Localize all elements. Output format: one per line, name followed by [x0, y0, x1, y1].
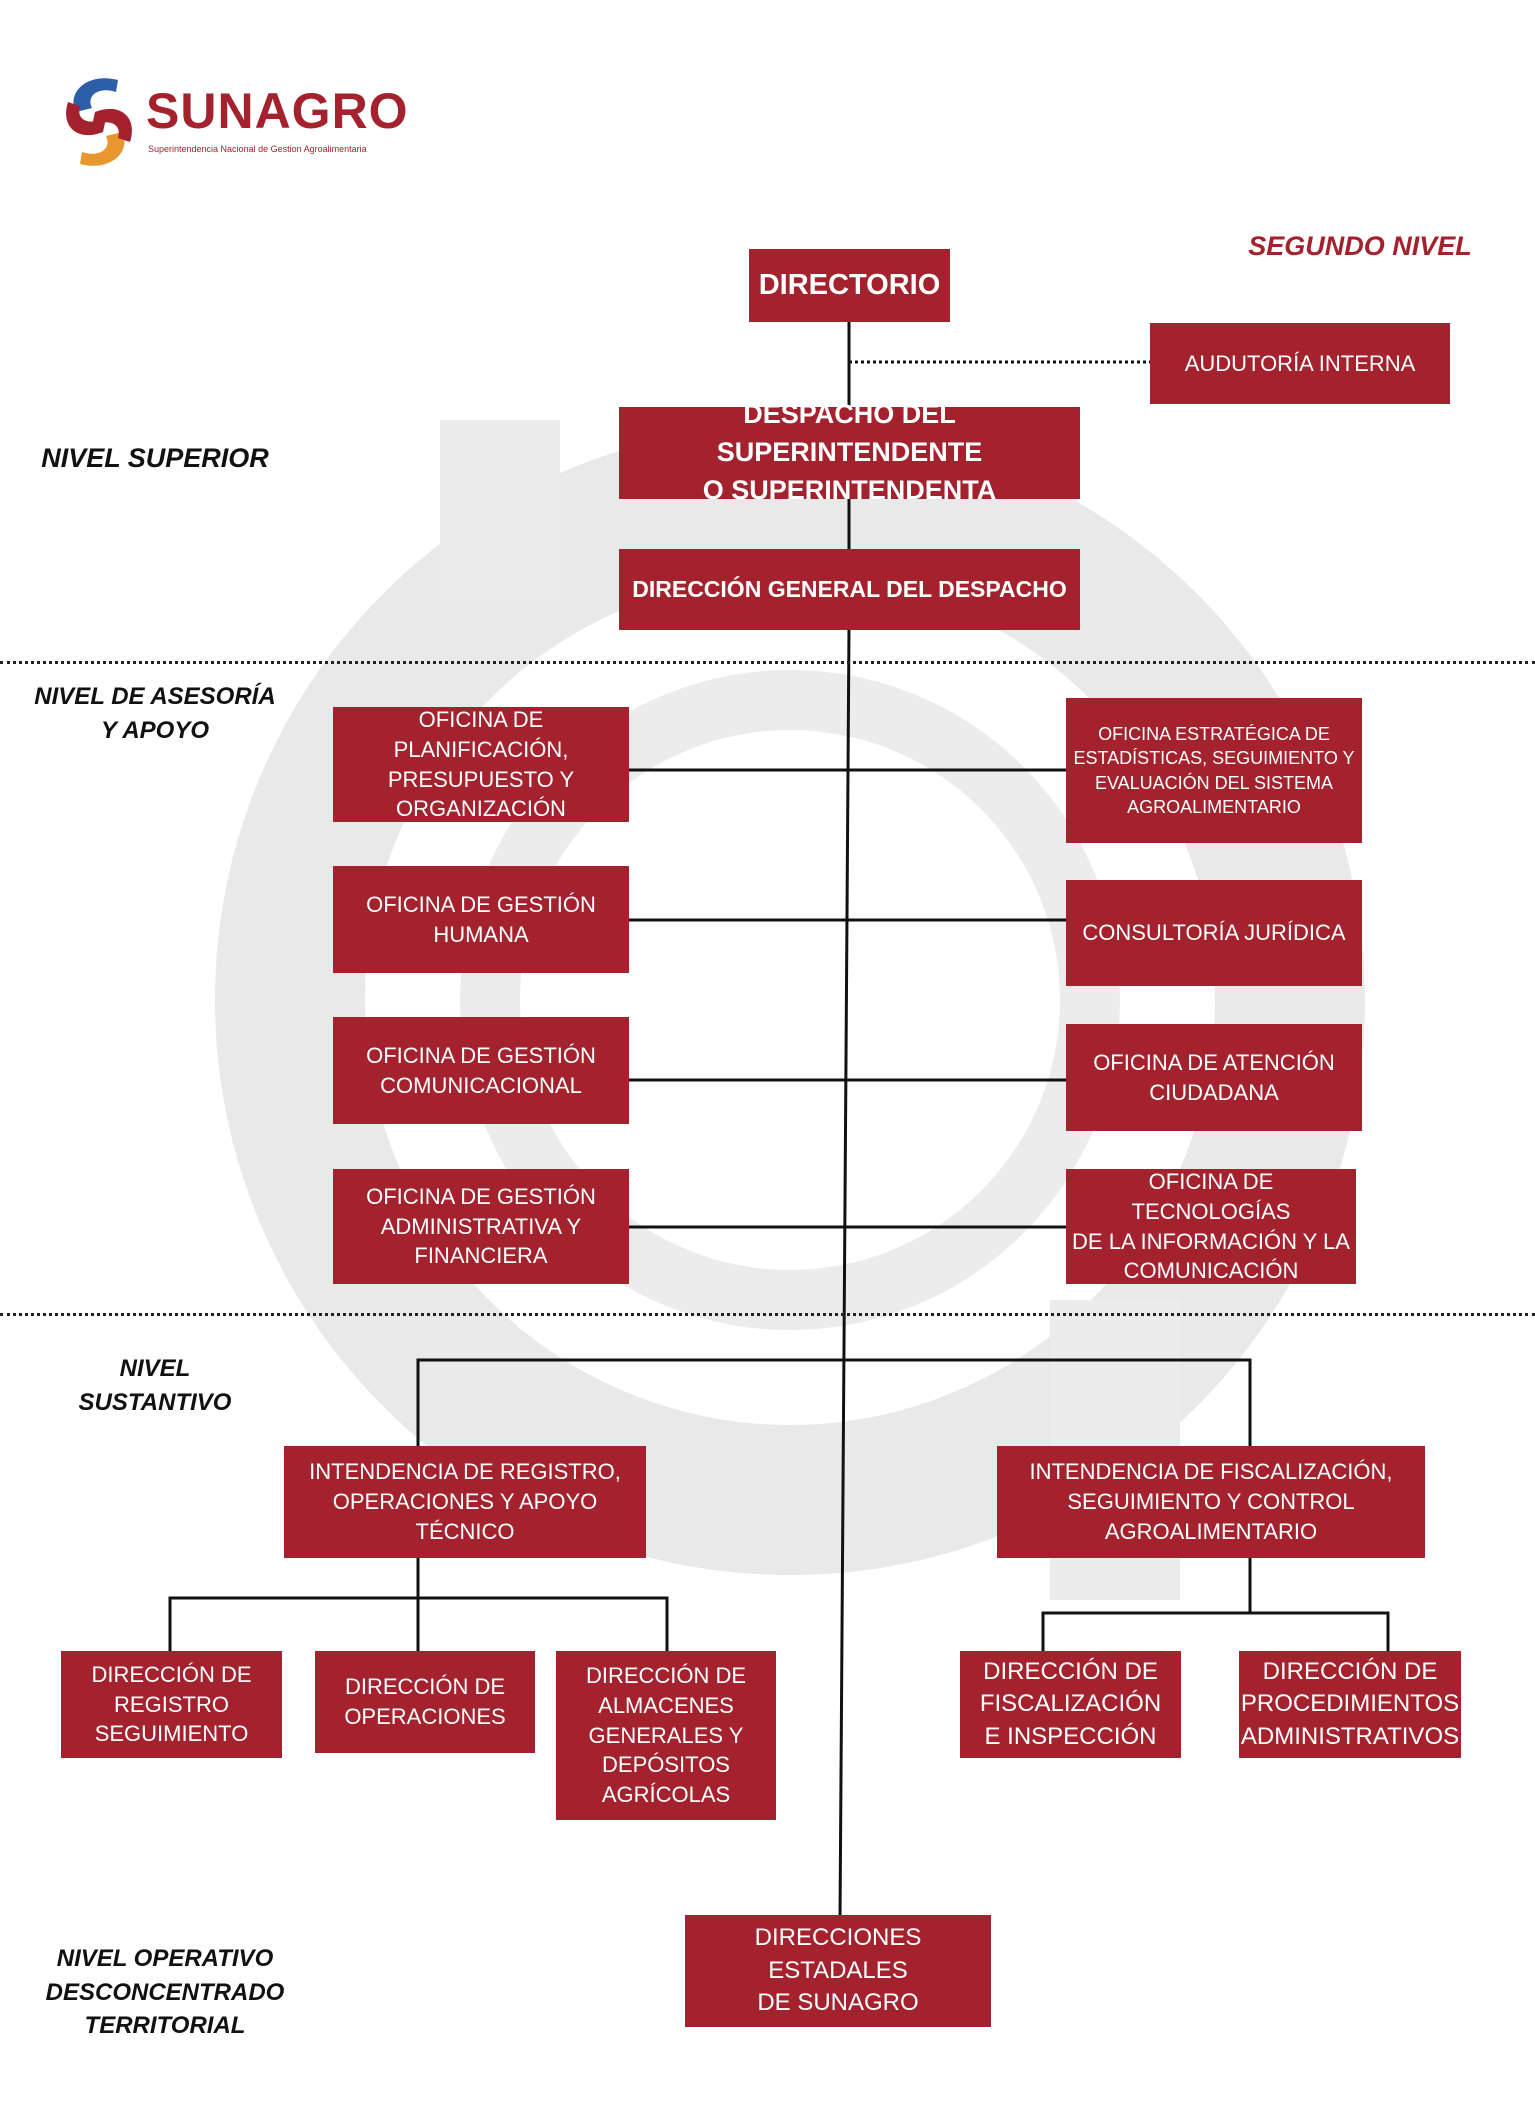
node-intendencia-fiscalizacion: INTENDENCIA DE FISCALIZACIÓN, SEGUIMIENT… [997, 1446, 1425, 1558]
sunagro-logo: SUNAGRO Superintendencia Nacional de Ges… [58, 72, 418, 172]
nivel-operativo-label: NIVEL OPERATIVO DESCONCENTRADO TERRITORI… [45, 1945, 285, 2040]
node-dir-almacenes: DIRECCIÓN DE ALMACENES GENERALES Y DEPÓS… [556, 1651, 776, 1820]
node-dir-registro: DIRECCIÓN DE REGISTRO SEGUIMIENTO [61, 1651, 282, 1758]
node-planificacion: OFICINA DE PLANIFICACIÓN, PRESUPUESTO Y … [333, 707, 629, 822]
node-dir-procedimientos: DIRECCIÓN DE PROCEDIMIENTOS ADMINISTRATI… [1239, 1651, 1461, 1758]
node-intendencia-registro: INTENDENCIA DE REGISTRO, OPERACIONES Y A… [284, 1446, 646, 1558]
nivel-asesoria-label: NIVEL DE ASESORÍA Y APOYO [34, 683, 276, 744]
nivel-superior-label: NIVEL SUPERIOR [41, 443, 269, 473]
node-administrativa: OFICINA DE GESTIÓN ADMINISTRATIVA Y FINA… [333, 1169, 629, 1284]
sunagro-logo-icon [66, 78, 132, 166]
divider-sustantivo [0, 1313, 1535, 1316]
node-dir-operaciones: DIRECCIÓN DE OPERACIONES [315, 1651, 535, 1753]
node-despacho: DESPACHO DEL SUPERINTENDENTE O SUPERINTE… [619, 399, 1080, 505]
node-directorio: DIRECTORIO [749, 249, 950, 322]
node-tecnologias: OFICINA DE TECNOLOGÍAS DE LA INFORMACIÓN… [1066, 1169, 1356, 1284]
node-consultoria: CONSULTORÍA JURÍDICA [1066, 880, 1362, 986]
nivel-sustantivo-label: NIVEL SUSTANTIVO [78, 1355, 232, 1416]
node-direccion-general: DIRECCIÓN GENERAL DEL DESPACHO [619, 549, 1080, 630]
node-estrategica: OFICINA ESTRATÉGICA DE ESTADÍSTICAS, SEG… [1066, 698, 1362, 843]
node-direcciones-estadales: DIRECCIONES ESTADALES DE SUNAGRO [685, 1915, 991, 2027]
logo-tagline: Superintendencia Nacional de Gestion Agr… [148, 144, 367, 154]
node-comunicacional: OFICINA DE GESTIÓN COMUNICACIONAL [333, 1017, 629, 1124]
segundo-nivel-label: SEGUNDO NIVEL [1248, 231, 1472, 261]
logo-name: SUNAGRO [146, 83, 409, 139]
node-dir-fiscalizacion: DIRECCIÓN DE FISCALIZACIÓN E INSPECCIÓN [960, 1651, 1181, 1758]
node-auditoria-interna: AUDUTORÍA INTERNA [1150, 323, 1450, 404]
node-atencion: OFICINA DE ATENCIÓN CIUDADANA [1066, 1024, 1362, 1131]
divider-superior [0, 661, 1535, 664]
node-gestion-humana: OFICINA DE GESTIÓN HUMANA [333, 866, 629, 973]
